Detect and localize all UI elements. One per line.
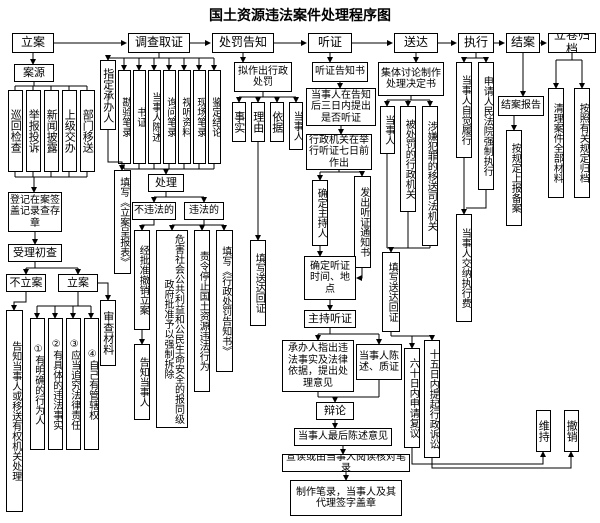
notice-party: 当事人: [289, 102, 303, 150]
do-filing: 立案: [58, 274, 98, 292]
stage-hearing: 听证: [308, 33, 352, 53]
channel-dept-transfer: 部门移送: [80, 90, 95, 172]
channel-report-complaint: 举报投诉: [26, 90, 41, 172]
host-hearing: 主持听证: [304, 310, 356, 328]
evidence-survey-record: 勘验笔录: [118, 70, 131, 164]
notify-or-transfer: 告知当事人或移送有权机关处理: [6, 310, 23, 512]
evidence-scene-record: 现场笔录: [193, 70, 206, 164]
party-statement-cross: 当事人陈述、质证: [356, 344, 402, 380]
evidence-audio-visual: 视听资料: [178, 70, 191, 164]
condition-legal-liability: ③应当追究法律责任: [66, 318, 81, 450]
report-for-record: 按规定上报备案: [506, 130, 522, 226]
stage-filing: 立案: [12, 33, 54, 53]
notice-facts: 事实: [232, 102, 246, 142]
evidence-inquiry-record: 询问笔录: [163, 70, 176, 164]
debate: 辩论: [316, 402, 354, 420]
set-host: 确定主持人: [312, 180, 328, 246]
clean-case-materials: 清理案件全部材料: [548, 88, 564, 198]
pay-execution-fee: 当事人交纳执行费: [456, 214, 472, 322]
voluntary-compliance: 当事人自觉履行: [456, 62, 472, 158]
illegal: 违法的: [184, 202, 224, 220]
stage-penalty-notice: 处罚告知: [212, 33, 274, 53]
stage-delivery: 送达: [394, 33, 438, 53]
fill-filing-form: 填写《立案呈报表》: [114, 170, 131, 274]
forced-demolition: 危害社会公共利益和公民生命安全的报同级政府批准予以强制拆除: [156, 230, 188, 428]
diagram-title: 国土资源违法案件处理程序图: [209, 8, 391, 24]
stage-execution: 执行: [458, 33, 494, 53]
undertaker-statement: 承办人指出违法事实及法律依据，提出处理意见: [282, 340, 354, 392]
fill-penalty-notice: 填写《行政处罚告知书》: [216, 230, 233, 372]
evidence-party-statement: 当事人陈述: [148, 70, 161, 164]
set-time-place: 确定听证时间、地点: [304, 256, 356, 300]
channel-patrol-check: 巡回检查: [8, 90, 23, 172]
channel-news-disclosure: 新闻披露: [44, 90, 59, 172]
final-statement: 当事人最后陈述意见: [294, 428, 392, 446]
notify-party: 告知当事人: [134, 344, 150, 420]
initial-review: 受理初查: [8, 244, 62, 262]
court-enforcement: 申请人民法院强制执行: [478, 62, 494, 190]
fill-delivery-receipt: 填写送达回证: [250, 240, 266, 326]
not-illegal: 不违法的: [132, 202, 176, 220]
register-record: 登记在案签盖记录查存章: [8, 192, 62, 232]
review-material: 审查材料: [100, 300, 116, 366]
review-60days: 六十日内申请复议: [404, 348, 420, 448]
closing-report: 结案报告: [498, 96, 544, 116]
evidence-documentary: 书证: [133, 70, 146, 164]
no-filing: 不立案: [6, 274, 46, 292]
stage-investigation: 调查取证: [128, 33, 190, 53]
make-record-sign: 制作笔录，当事人及其代理签字盖章: [290, 480, 402, 516]
assign-undertaker: 指定承办人: [100, 60, 116, 130]
condition-jurisdiction: ④自己有管辖权: [84, 318, 99, 450]
revoke-filing: 经批准撤销立案: [134, 230, 150, 330]
fill-delivery-receipt-2: 填写送达回证: [382, 252, 400, 332]
notice-reasons: 理由: [251, 102, 265, 142]
uphold: 维持: [536, 410, 551, 452]
sue-15days: 十五日内提起行政诉讼: [424, 340, 440, 458]
condition-concrete-facts: ②有具体的违法事实: [48, 318, 63, 450]
stage-archive: 立卷归档: [548, 33, 596, 53]
notice-basis: 依据: [270, 102, 284, 142]
hearing-notice-doc: 听证告知书: [312, 62, 368, 82]
evidence-appraisal: 鉴定结论: [208, 70, 221, 164]
channel-superior-assign: 上级交办: [62, 90, 77, 172]
read-check-record: 宣读或由当事人阅读核对笔录: [282, 454, 410, 472]
archive-per-rules: 按照有关规定归档: [574, 88, 590, 198]
condition-clear-actor: ①有明确的行为人: [30, 318, 45, 450]
deliver-to-party: 当事人: [380, 106, 395, 154]
party-decide-3days: 当事人在告知后三日内提出是否听证: [306, 88, 376, 126]
stage-closing: 结案: [506, 33, 540, 53]
collective-decision: 集体讨论制作处理决定书: [378, 62, 444, 96]
case-source: 案源: [14, 64, 54, 82]
propose-penalty: 拟作出行政处罚: [234, 62, 292, 92]
issue-hearing-notice: 发出听证通知书: [354, 176, 371, 268]
punished-agency: 被处罚的行政机关: [400, 106, 416, 212]
order-stop-violation: 责令停止国土资源违法行为: [194, 230, 210, 392]
agency-7days-before: 行政机关在举行听证七日前作出: [306, 134, 372, 170]
revoke-decision: 撤销: [564, 410, 579, 452]
handle: 处理: [148, 174, 184, 192]
transfer-judicial: 涉嫌犯罪的移送司法机关: [422, 106, 438, 246]
